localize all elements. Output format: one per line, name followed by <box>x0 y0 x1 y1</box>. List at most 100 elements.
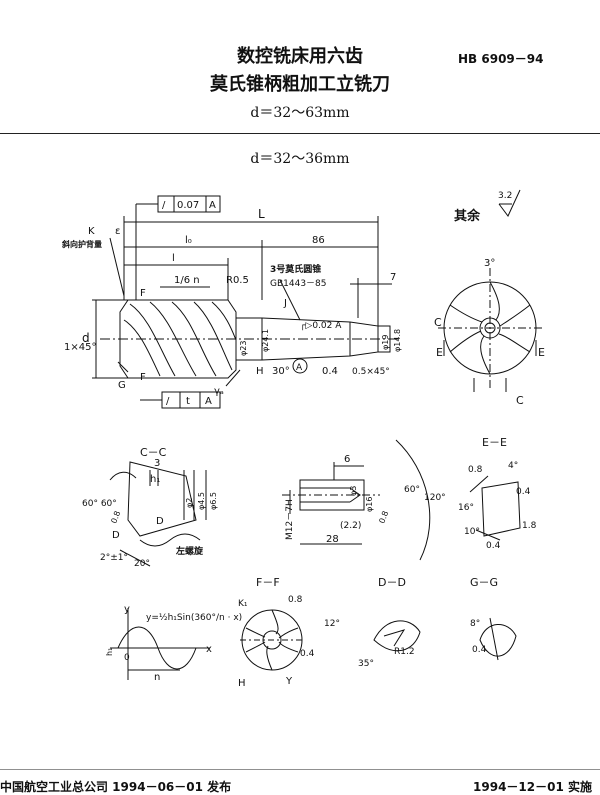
section-ee-18: 1.8 <box>522 521 537 531</box>
section-ee-title: E－E <box>482 436 507 449</box>
label-epsilon: ε <box>115 226 120 237</box>
label-phi241: φ24.1 <box>261 329 270 352</box>
label-datum-A: A <box>296 363 303 373</box>
surface-finish-value: 3.2 <box>498 191 512 201</box>
section-ff-04: 0.4 <box>300 649 315 659</box>
surface-finish-prefix: 其余 <box>454 208 481 224</box>
section-thread <box>282 439 431 561</box>
section-cc <box>109 461 207 567</box>
end-view-angle: 3° <box>484 258 495 269</box>
thread-dim-6: 6 <box>344 454 350 465</box>
section-title: d＝32～36mm <box>250 151 350 167</box>
thread-dim-28: 28 <box>326 534 339 545</box>
label-H: H <box>256 366 264 377</box>
section-cc-label-D2: D <box>156 516 164 527</box>
dim-R05: R0.5 <box>226 275 249 286</box>
section-cc-left-spiral: 左螺旋 <box>175 545 204 557</box>
sine-h1-label: h₁ <box>105 648 114 656</box>
label-phi19: φ19 <box>381 335 390 350</box>
label-J: J <box>283 298 287 309</box>
section-gg-04: 0.4 <box>472 645 487 655</box>
label-F-top: F <box>140 288 146 299</box>
tolerance-bottom-value: t <box>186 396 190 407</box>
sine-origin: 0 <box>124 653 130 663</box>
label-gamma: γₐ <box>214 386 224 397</box>
standard-code: HB 6909－94 <box>458 52 544 66</box>
dim-l0: l₀ <box>185 235 192 246</box>
tolerance-top-symbol: / <box>162 200 166 211</box>
section-ee-04a: 0.4 <box>516 487 531 497</box>
section-cc-dim-3: 3 <box>154 458 160 469</box>
label-bevel: 斜向护背量 <box>61 239 102 249</box>
main-side-view <box>92 195 400 409</box>
tolerance-top-datum: A <box>209 200 216 211</box>
label-30deg: 30° <box>272 366 290 377</box>
section-dd-angle: 35° <box>358 659 374 669</box>
dim-l: l <box>172 253 175 264</box>
section-cc-phi65: φ6.5 <box>209 492 218 510</box>
label-chamfer: 1×45° <box>64 342 96 353</box>
section-ee <box>469 475 521 541</box>
label-d: d <box>82 331 90 345</box>
section-ff <box>240 609 305 671</box>
thread-phi16: φ16 <box>365 497 374 512</box>
section-ee-angle-10: 10° <box>464 527 480 537</box>
thread-angle-120: 120° <box>424 493 446 503</box>
thread-angle-60: 60° <box>404 485 420 495</box>
label-F-bottom: F <box>140 372 146 383</box>
section-cc-h1: h₁ <box>150 474 160 485</box>
sine-equation: y=½h₁Sin(360°/n · x) <box>146 613 242 623</box>
section-dd <box>373 620 421 652</box>
thread-spec: M12－7H <box>285 499 295 540</box>
dim-pitch: 1/6 n <box>174 275 200 286</box>
section-dd-title: D－D <box>378 576 406 589</box>
dim-86: 86 <box>312 235 325 246</box>
thread-phi3: φ3 <box>349 486 358 496</box>
end-view-label-E-right: E <box>538 346 545 359</box>
label-0.4: 0.4 <box>322 366 338 377</box>
thread-dim-22: (2.2) <box>340 521 361 531</box>
end-view-label-C-left: C <box>434 316 442 329</box>
thread-08: 0.8 <box>377 510 390 525</box>
dim-7: 7 <box>390 272 396 283</box>
section-ff-label-Y: Y <box>285 676 293 687</box>
section-dd-radius: R1.2 <box>394 647 415 657</box>
section-cc-angles: 60° 60° <box>82 499 117 509</box>
tolerance-top-value: 0.07 <box>177 200 199 211</box>
section-ee-angle-4: 4° <box>508 461 518 471</box>
section-cc-phi2: φ2 <box>185 498 194 508</box>
document-title-line1: 数控铣床用六齿 <box>237 46 363 67</box>
section-ff-label-H: H <box>238 678 246 689</box>
label-G: G <box>118 380 126 391</box>
section-cc-phi45: φ4.5 <box>197 492 206 510</box>
label-phi148: φ14.8 <box>393 329 402 352</box>
section-ee-08: 0.8 <box>468 465 483 475</box>
section-ff-k1: K₁ <box>238 599 248 609</box>
label-k: K <box>88 226 95 237</box>
label-gb-standard: GB1443－85 <box>270 279 327 289</box>
section-cc-08: 0.8 <box>109 510 122 525</box>
end-view-label-C-bottom: C <box>516 394 524 407</box>
section-cc-angle-20: 20° <box>134 559 150 569</box>
header-rule <box>0 133 600 134</box>
section-cc-label-D1: D <box>112 530 120 541</box>
section-ee-angle-16: 16° <box>458 503 474 513</box>
section-ff-angle-12: 12° <box>324 619 340 629</box>
section-gg-title: G－G <box>470 576 498 589</box>
footer-publisher: 中国航空工业总公司 1994－06－01 发布 <box>0 780 232 794</box>
section-ee-04b: 0.4 <box>486 541 501 551</box>
technical-drawing: / 0.07 A L l₀ 86 l 1/6 n R0.5 7 K ε 斜向护背… <box>0 189 600 770</box>
section-gg-angle: 8° <box>470 619 480 629</box>
document-title-line2: 莫氏锥柄粗加工立铣刀 <box>210 74 390 95</box>
section-cc-title: C－C <box>140 446 167 459</box>
tolerance-bottom-datum: A <box>205 396 212 407</box>
shank-tang <box>377 325 391 353</box>
end-view-label-E-left: E <box>436 346 443 359</box>
label-taper-tolerance: ┌▷0.02 A <box>300 321 342 331</box>
label-phi23: φ23 <box>239 341 248 356</box>
sine-x-label: x <box>206 644 212 655</box>
surface-finish-symbol <box>498 189 521 217</box>
sine-curve-diagram <box>110 608 210 680</box>
cutter-head <box>119 299 237 379</box>
label-morse-taper: 3号莫氏圆锥 <box>270 263 321 275</box>
